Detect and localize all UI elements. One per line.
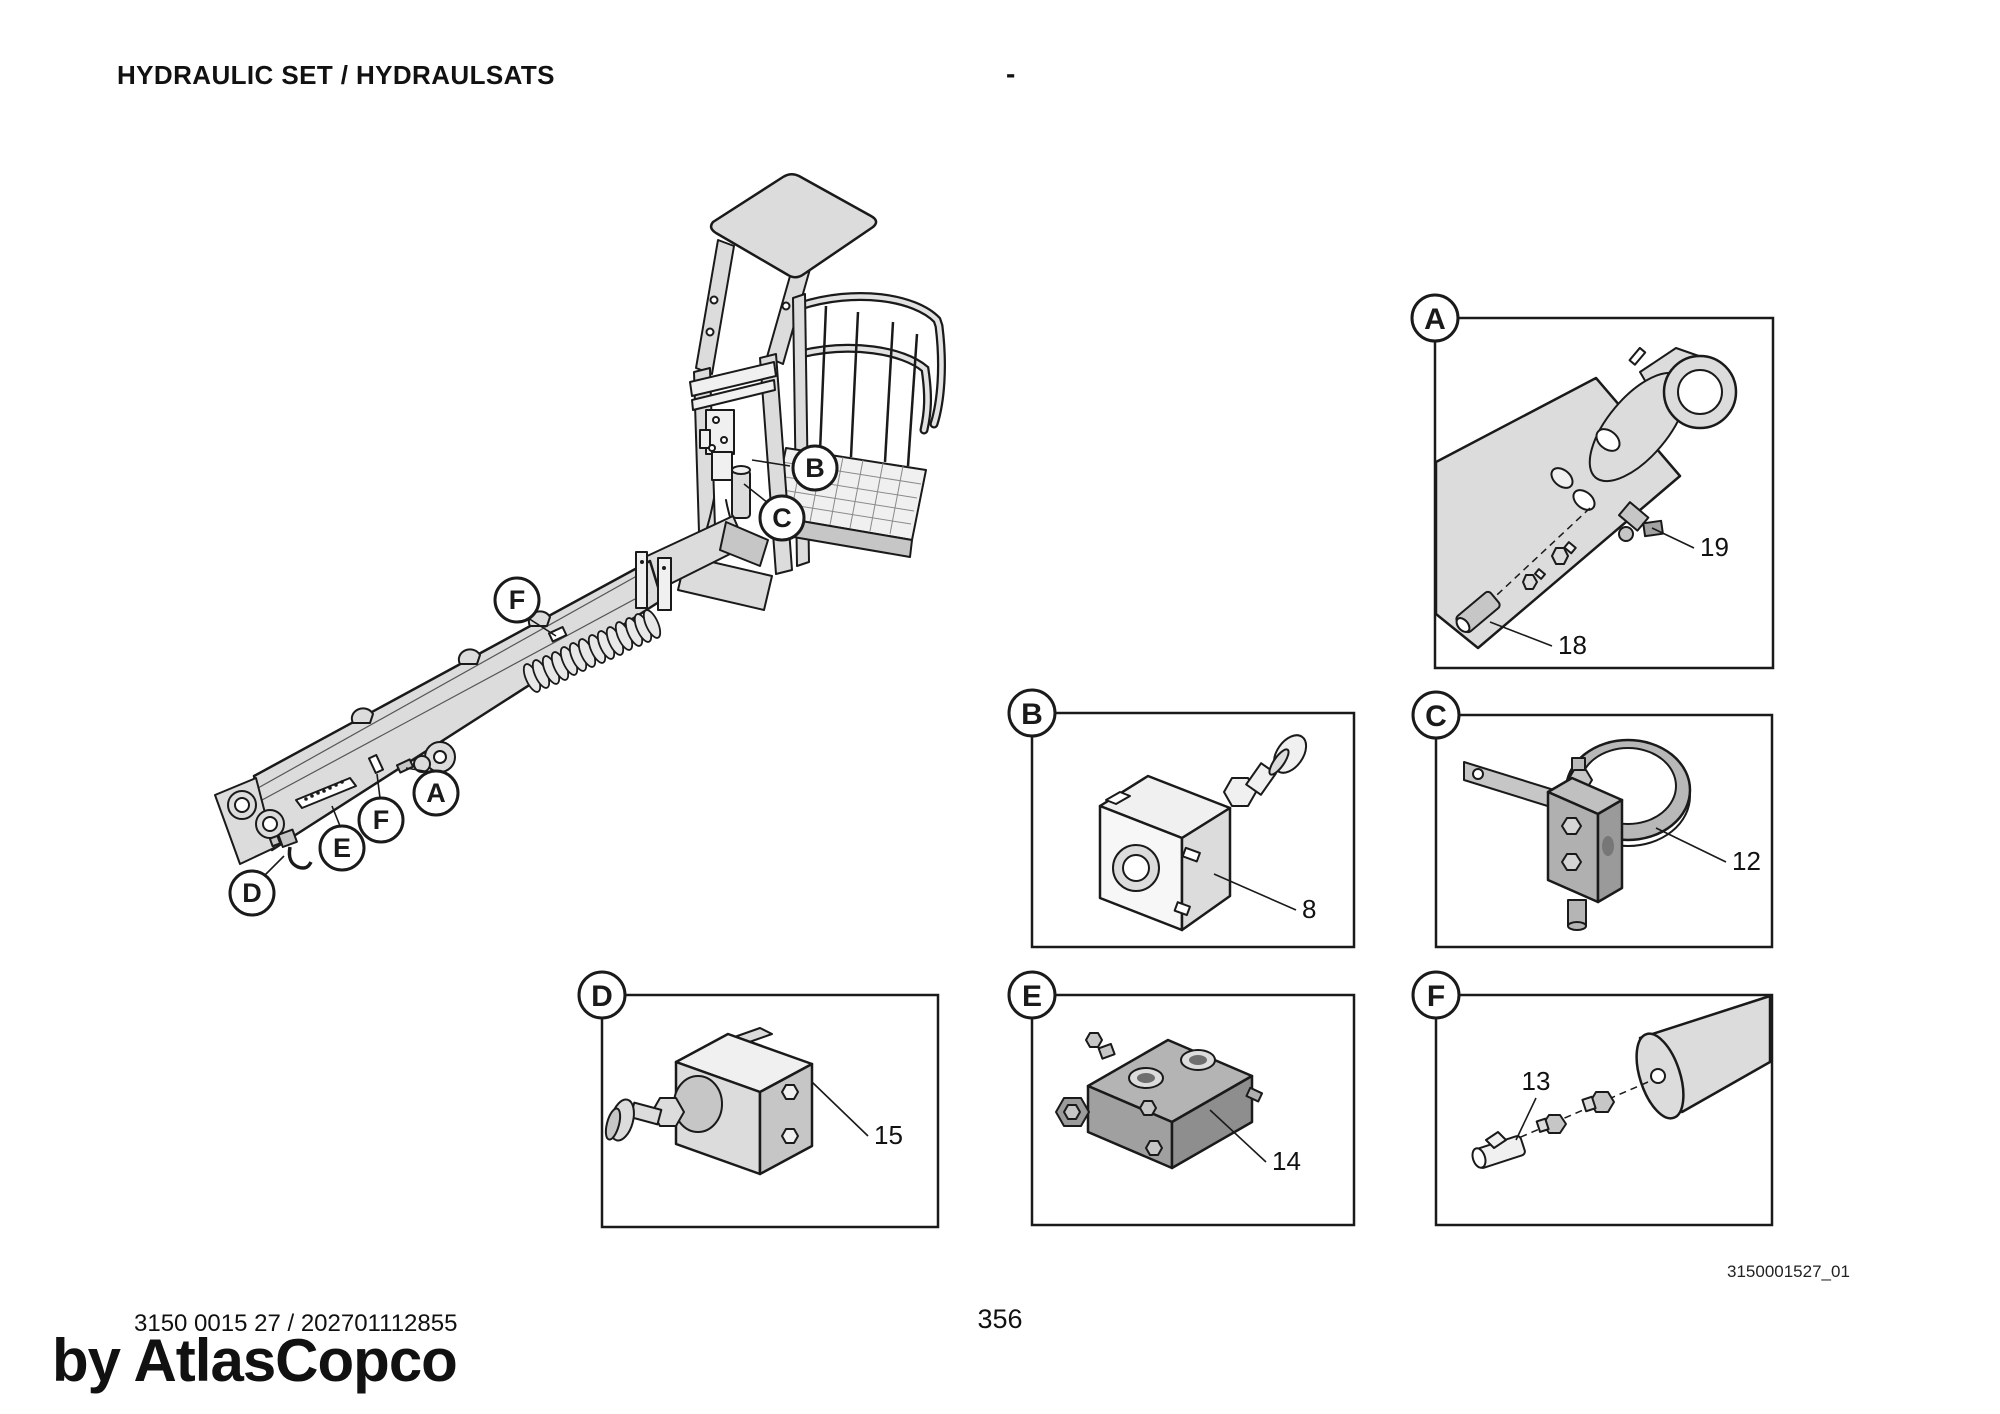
- main-callouts: B C F A F E D: [228, 444, 839, 917]
- detail-box-d: 15 D: [577, 970, 940, 1229]
- box-letter-f: F: [1427, 980, 1445, 1013]
- callout-circle-c: [758, 494, 806, 542]
- document-number: 3150 0015 27 / 202701112855: [134, 1310, 458, 1337]
- box-letter-circle-b: [1007, 688, 1057, 738]
- detail-box-f: 13 F: [1411, 970, 1774, 1227]
- callout-letter-f-upper: F: [509, 585, 526, 615]
- canopy-roof: [709, 173, 878, 279]
- part-label-12: 12: [1732, 846, 1761, 876]
- part-target-f-upper: [547, 625, 568, 643]
- cylinder-end-drawing: 19 18: [1434, 346, 1738, 660]
- box-letter-c: C: [1425, 700, 1447, 733]
- callout-circle-d: [228, 869, 276, 917]
- callout-circle-a: [412, 769, 460, 817]
- box-letter-circle-c: [1411, 690, 1461, 740]
- boom: [214, 515, 769, 865]
- callout-letter-d: D: [242, 878, 262, 908]
- box-letter-e: E: [1022, 980, 1042, 1013]
- callout-circle-b: [791, 444, 839, 492]
- clamp-bracket-drawing: 12: [1463, 738, 1761, 931]
- watermark-text: by AtlasCopco: [52, 1327, 458, 1394]
- canopy-posts: [695, 239, 811, 375]
- valve-block-drawing: 8: [1098, 734, 1316, 932]
- manifold-block-drawing: 14: [1055, 1032, 1301, 1176]
- part-label-18: 18: [1558, 630, 1587, 660]
- page-number: 356: [977, 1304, 1023, 1334]
- page-title: HYDRAULIC SET / HYDRAULSATS: [117, 60, 555, 90]
- tube-fittings-drawing: 13: [1471, 994, 1772, 1169]
- callout-circle-f-upper: [493, 576, 541, 624]
- callout-letter-f-lower: F: [373, 805, 390, 835]
- step-strip: [295, 777, 357, 809]
- elbow-fitting-hose: [268, 828, 313, 870]
- part-target-f-lower: [367, 754, 385, 774]
- box-letter-a: A: [1424, 303, 1446, 336]
- part-label-14: 14: [1272, 1146, 1301, 1176]
- callout-circle-e: [318, 824, 366, 872]
- part-label-15: 15: [874, 1120, 903, 1150]
- valve-knob-drawing: 15: [604, 1027, 903, 1176]
- box-letter-d: D: [591, 980, 613, 1013]
- drawing-number: 3150001527_01: [1727, 1262, 1850, 1281]
- fitting-far: [1535, 1114, 1567, 1134]
- small-fittings: [1522, 541, 1577, 590]
- callout-letter-b: B: [805, 453, 825, 483]
- callout-circle-f-lower: [357, 796, 405, 844]
- header-dash: -: [1006, 58, 1016, 89]
- callout-letter-a: A: [426, 778, 446, 808]
- part-target-a: [395, 758, 415, 774]
- box-letter-circle-e: [1007, 970, 1057, 1020]
- basket-railing: [792, 291, 946, 567]
- box-letter-circle-f: [1411, 970, 1461, 1020]
- part-label-19: 19: [1700, 532, 1729, 562]
- valve-cluster: [699, 409, 741, 549]
- box-letter-b: B: [1021, 698, 1043, 731]
- detail-box-a: 19 18 A: [1410, 293, 1775, 670]
- pin-13: [1471, 1131, 1526, 1169]
- callout-letter-e: E: [333, 833, 351, 863]
- callout-letter-c: C: [772, 503, 792, 533]
- part-label-8: 8: [1302, 894, 1316, 924]
- box-letter-circle-a: [1410, 293, 1460, 343]
- box-letter-circle-d: [577, 970, 627, 1020]
- detail-box-e: 14 E: [1007, 970, 1356, 1227]
- rotation-actuator: [731, 465, 751, 519]
- fitting-near: [1581, 1091, 1615, 1113]
- plunger-knob: [1223, 734, 1308, 807]
- main-machine-drawing: [214, 173, 946, 870]
- pin-18: [1455, 590, 1501, 634]
- spiral-hose: [522, 609, 662, 693]
- detail-box-b: 8 B: [1007, 688, 1356, 949]
- detail-box-c: 12 C: [1411, 690, 1774, 949]
- part-label-13: 13: [1522, 1066, 1551, 1096]
